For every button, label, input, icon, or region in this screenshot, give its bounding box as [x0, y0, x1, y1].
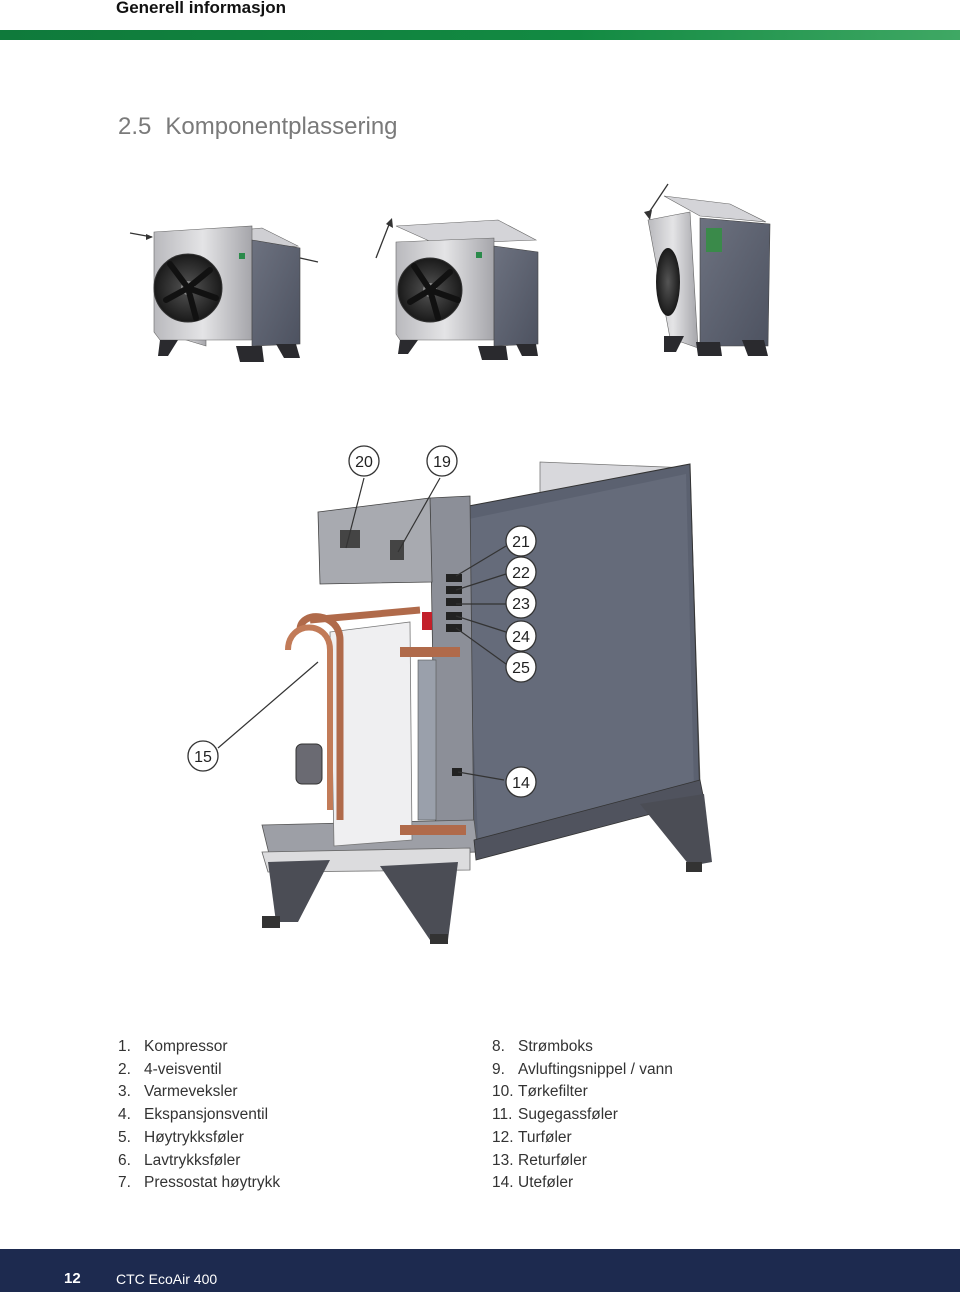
main-unit-open-view	[261, 461, 712, 944]
heat-pump-illustration: 20 19 21 22 23 24 25 15 14	[129, 183, 771, 944]
list-item: 3.Varmeveksler	[118, 1083, 238, 1101]
page-header-title: Generell informasjon	[116, 0, 287, 17]
header-green-bar	[0, 30, 960, 40]
list-item: 11.Sugegassføler	[492, 1106, 618, 1124]
callout-21-label: 21	[512, 534, 530, 551]
callout-22: 22	[505, 556, 537, 588]
list-item: 10.Tørkefilter	[492, 1083, 588, 1101]
callout-19-label: 19	[433, 454, 451, 471]
unit-view-lid-open	[375, 218, 539, 360]
list-item: 6.Lavtrykksføler	[118, 1151, 241, 1169]
section-title: Komponentplassering	[165, 113, 398, 140]
callout-25: 25	[505, 651, 537, 683]
list-item: 9.Avluftingsnippel / vann	[492, 1060, 673, 1078]
list-item: 1.Kompressor	[118, 1038, 228, 1055]
list-item: 5.Høytrykksføler	[118, 1128, 244, 1146]
callout-25-label: 25	[512, 660, 530, 677]
footer-product-name: CTC EcoAir 400	[116, 1271, 218, 1287]
footer-bar	[0, 1249, 960, 1292]
page-number: 12	[64, 1270, 81, 1287]
callout-15-label: 15	[194, 749, 212, 766]
callout-24-label: 24	[512, 629, 530, 646]
callout-23: 23	[505, 587, 537, 619]
callout-24: 24	[505, 620, 537, 652]
unit-view-front-open	[644, 183, 771, 356]
callout-14: 14	[505, 766, 537, 798]
list-item: 12.Turføler	[492, 1128, 572, 1146]
component-list-right: 8.Strømboks 9.Avluftingsnippel / vann 10…	[492, 1036, 673, 1195]
list-item: 7.Pressostat høytrykk	[118, 1174, 281, 1192]
list-item: 4.Ekspansjonsventil	[118, 1106, 269, 1124]
list-item: 14.Uteføler	[492, 1174, 574, 1192]
callout-14-label: 14	[512, 775, 530, 792]
list-item: 8.Strømboks	[492, 1038, 593, 1055]
callout-20-label: 20	[355, 454, 373, 471]
callout-20: 20	[348, 445, 380, 477]
callout-15: 15	[187, 740, 219, 772]
unit-view-closed	[129, 225, 319, 362]
callout-22-label: 22	[512, 565, 530, 582]
list-item: 13.Returføler	[492, 1151, 587, 1169]
callout-19: 19	[426, 445, 458, 477]
section-heading: 2.5 Komponentplassering	[118, 113, 398, 141]
callout-23-label: 23	[512, 596, 530, 613]
component-list-left: 1.Kompressor 2.4-veisventil 3.Varmeveksl…	[118, 1036, 280, 1195]
list-item: 2.4-veisventil	[118, 1060, 222, 1078]
callout-leaders	[217, 477, 507, 781]
callout-21: 21	[505, 525, 537, 557]
section-number: 2.5	[118, 113, 152, 140]
